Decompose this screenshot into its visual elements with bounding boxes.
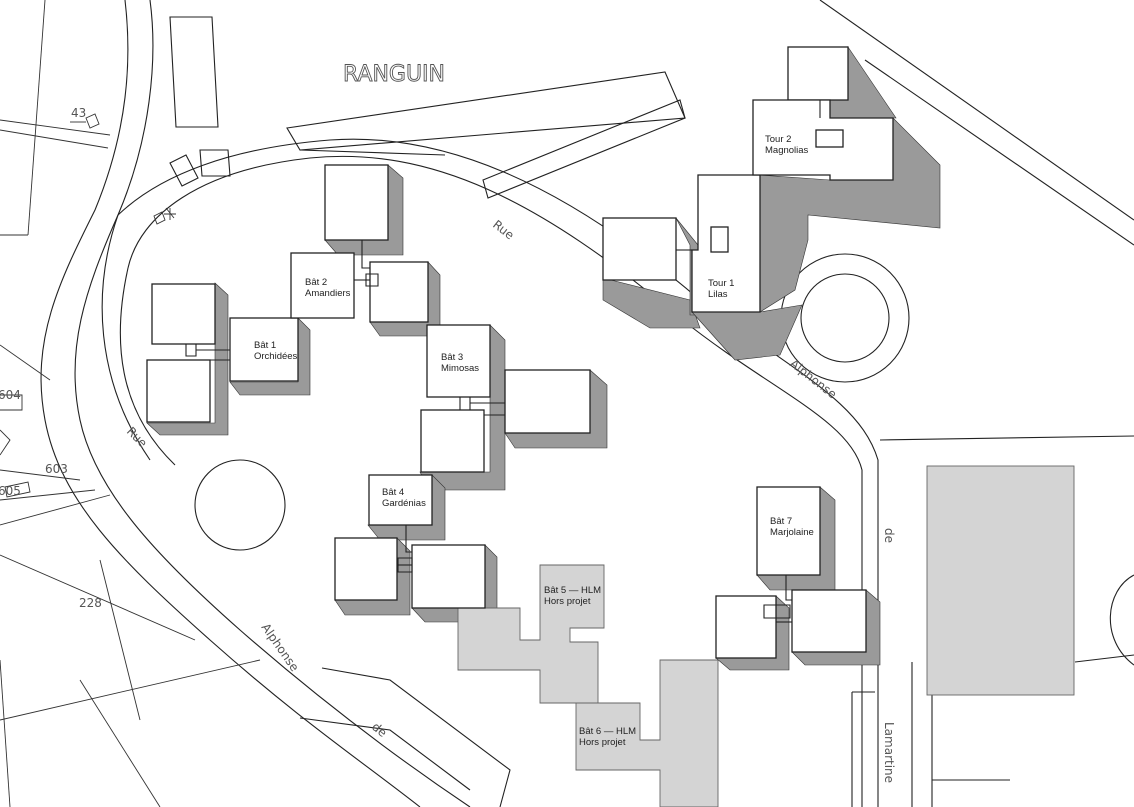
street-alphonse-right: Alphonse [787,356,839,401]
right-large-building [926,465,1075,696]
parcel-43: 43 [71,106,86,120]
street-lamartine: Lamartine [882,722,896,783]
building-shadows [146,46,941,671]
street-alphonse-left: Alphonse [259,621,302,674]
hlm-buildings [457,465,1075,807]
parcel-228: 228 [79,596,102,610]
parcel-604: 604 [0,388,21,402]
street-de-right: de [882,528,896,543]
street-rue-top: Rue [490,217,517,242]
bat5-block [457,564,605,704]
bat6-block [575,659,719,807]
parcel-603: 603 [45,462,68,476]
project-buildings [146,46,894,659]
parcel-numbers: 43 604 603 605 228 [0,106,102,610]
place-name: RANGUIN [343,62,445,87]
parcel-605: 605 [0,484,21,498]
